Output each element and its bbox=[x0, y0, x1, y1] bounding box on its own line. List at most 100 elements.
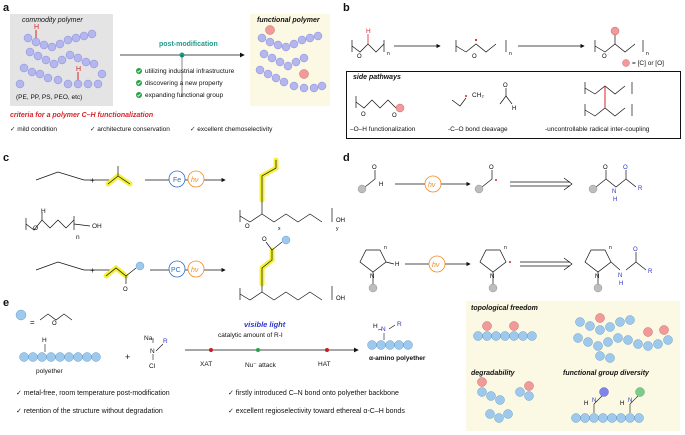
reagent-cl: Cl bbox=[149, 363, 156, 370]
svg-text:H: H bbox=[613, 197, 617, 203]
svg-text:O: O bbox=[602, 54, 607, 60]
svg-text:O: O bbox=[52, 321, 57, 327]
panel-d-letter: d bbox=[343, 152, 350, 164]
degradability-fragments bbox=[477, 387, 534, 423]
svg-text:y: y bbox=[336, 226, 339, 232]
functional-polymer-beads bbox=[255, 31, 327, 93]
c-oh-label: OH bbox=[92, 223, 102, 230]
svg-text:n: n bbox=[384, 245, 387, 251]
criteria-1: ✓ mild condition bbox=[10, 126, 57, 133]
svg-text:+: + bbox=[90, 176, 95, 185]
c-starting-polyether bbox=[25, 171, 91, 271]
commodity-polymer-beads bbox=[15, 29, 107, 89]
box-title-fg-diversity: functional group diversity bbox=[563, 370, 649, 377]
c-start-h: H bbox=[41, 208, 46, 215]
svg-text:H: H bbox=[619, 281, 623, 287]
hv-icon-c1 bbox=[187, 170, 205, 188]
svg-text:N: N bbox=[628, 398, 632, 404]
svg-text:N: N bbox=[618, 273, 622, 279]
visible-light-label: visible light bbox=[244, 320, 286, 329]
criteria-title: criteria for a polymer C–H functionaliza… bbox=[10, 112, 154, 119]
svg-text:OH: OH bbox=[336, 296, 345, 302]
reagent-r: R bbox=[163, 338, 168, 345]
benefit-check-icons bbox=[136, 68, 142, 98]
catalytic-label: catalytic amount of R-I bbox=[218, 332, 283, 339]
svg-text:n: n bbox=[504, 245, 507, 251]
svg-text:n: n bbox=[646, 51, 649, 57]
b-product bbox=[594, 34, 644, 53]
d-aldehyde bbox=[364, 170, 376, 188]
topology-linear bbox=[473, 331, 537, 341]
svg-text:R: R bbox=[638, 186, 643, 192]
svg-text:O: O bbox=[392, 113, 397, 119]
svg-text:PC: PC bbox=[171, 267, 181, 274]
svg-text:O: O bbox=[245, 224, 250, 230]
benefit-3: expanding functional group bbox=[145, 92, 224, 99]
hv-icon-d2 bbox=[428, 255, 446, 273]
svg-text:N: N bbox=[595, 274, 599, 280]
reagent-plus: + bbox=[125, 352, 131, 362]
d-amide-product bbox=[595, 170, 637, 188]
benefit-1: utilizing industrial infrastructure bbox=[145, 68, 235, 75]
svg-text:O: O bbox=[503, 83, 508, 89]
svg-text:O: O bbox=[357, 54, 362, 60]
hv-icon-c2 bbox=[187, 260, 205, 278]
commodity-examples: (PE, PP, PS, PEO, etc) bbox=[16, 94, 83, 101]
svg-text:R: R bbox=[648, 269, 653, 275]
box-title-degradability: degradability bbox=[471, 370, 515, 377]
criteria-2: ✓ architecture conservation bbox=[90, 126, 170, 133]
svg-text:H: H bbox=[366, 28, 371, 35]
reagent-na: Na bbox=[144, 335, 153, 342]
e-legend-bead bbox=[15, 309, 27, 321]
svg-text:N: N bbox=[592, 398, 596, 404]
panel-e-letter: e bbox=[3, 297, 10, 309]
d-pyrrolidine bbox=[359, 249, 395, 284]
post-modification-label: post-modification bbox=[159, 41, 218, 48]
svg-text:hν: hν bbox=[191, 177, 199, 184]
fg-diversity-chain bbox=[571, 413, 644, 423]
svg-text:O: O bbox=[372, 165, 377, 171]
svg-text:O: O bbox=[603, 165, 608, 171]
h-label-2: H bbox=[76, 66, 81, 73]
panel-c-letter: c bbox=[3, 152, 10, 164]
svg-text:H: H bbox=[512, 106, 516, 112]
c-start-n: n bbox=[76, 234, 80, 241]
panel-b-letter: b bbox=[343, 2, 350, 14]
amino-polyether-chain bbox=[367, 340, 413, 350]
svg-text:n: n bbox=[609, 245, 612, 251]
ch2-label: CH₂ bbox=[472, 92, 484, 99]
e-legend-eq: = bbox=[30, 318, 35, 327]
fe-catalyst-icon bbox=[168, 170, 186, 188]
step-nu-attack: Nu⁻ attack bbox=[245, 362, 276, 369]
polyether-h: H bbox=[42, 337, 47, 344]
hv-icon-d1 bbox=[424, 175, 442, 193]
panel-a-letter: a bbox=[3, 2, 10, 14]
product-n: N bbox=[381, 326, 386, 333]
svg-text:O: O bbox=[262, 237, 267, 243]
feature-4: ✓ excellent regioselectivity toward ethe… bbox=[228, 408, 405, 415]
functional-polymer-title: functional polymer bbox=[257, 17, 320, 24]
side-label-coupling: -uncontrollable radical inter-coupling bbox=[545, 126, 650, 133]
polyether-chain bbox=[19, 352, 101, 362]
svg-text:hν: hν bbox=[432, 262, 440, 269]
criteria-3: ✓ excellent chemoselectivity bbox=[190, 126, 273, 133]
h-label-1: H bbox=[34, 24, 39, 31]
box-title-topology: topological freedom bbox=[471, 305, 538, 312]
svg-text:N: N bbox=[612, 189, 616, 195]
svg-text:+: + bbox=[90, 266, 95, 275]
reagent-n: N bbox=[150, 348, 155, 355]
b-radical bbox=[455, 40, 507, 53]
feature-1: ✓ metal-free, room temperature post-modi… bbox=[16, 390, 170, 397]
svg-text:N: N bbox=[370, 274, 374, 280]
svg-text:O: O bbox=[123, 287, 128, 293]
feature-2: ✓ firstly introduced C–N bond onto polye… bbox=[228, 390, 399, 397]
svg-text:N: N bbox=[490, 274, 494, 280]
svg-text:O: O bbox=[633, 247, 638, 253]
side-pathways-title: side pathways bbox=[353, 74, 401, 81]
svg-text:OH: OH bbox=[336, 218, 345, 224]
topology-branched bbox=[573, 315, 673, 363]
d-amidated-pyrrolidine bbox=[584, 249, 647, 284]
side-oh-structure bbox=[355, 96, 397, 109]
side-label-oh: –O–H functionalization bbox=[350, 126, 416, 133]
